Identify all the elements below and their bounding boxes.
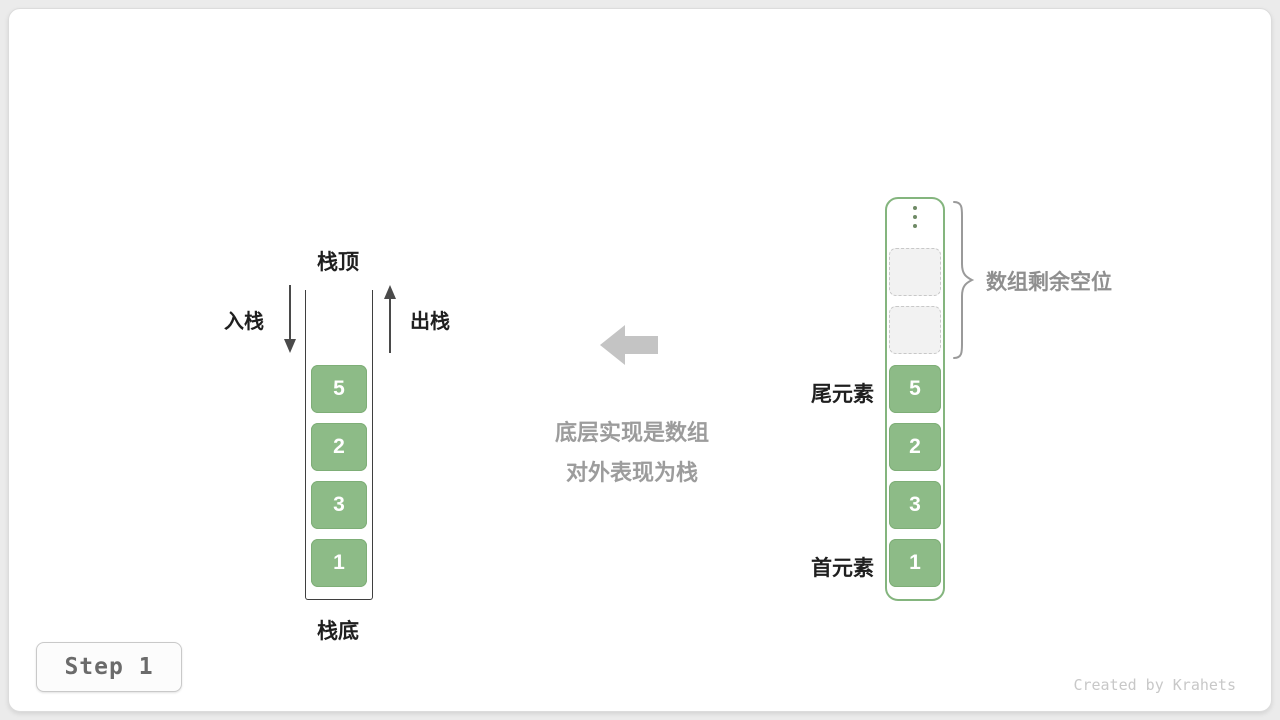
stack-bottom-label: 栈底 <box>317 620 359 643</box>
stack-cell: 3 <box>311 481 367 529</box>
array-cell: 5 <box>889 365 941 413</box>
stack-cell: 5 <box>311 365 367 413</box>
array-empty-slot <box>889 306 941 354</box>
stack-top-label: 栈顶 <box>317 251 359 274</box>
stack-cell: 1 <box>311 539 367 587</box>
diagram-card <box>8 8 1272 712</box>
array-cell: 1 <box>889 539 941 587</box>
explanation-line-1: 底层实现是数组 <box>554 420 709 445</box>
pop-up-arrow-icon <box>384 285 396 353</box>
stack-cell: 2 <box>311 423 367 471</box>
credit-text: Created by Krahets <box>1073 676 1236 694</box>
explanation-text: 底层实现是数组 对外表现为栈 <box>494 413 770 493</box>
left-block-arrow-icon <box>600 325 658 365</box>
push-label: 入栈 <box>224 311 264 333</box>
array-cell: 3 <box>889 481 941 529</box>
head-element-label: 首元素 <box>811 557 874 580</box>
curly-brace-icon <box>953 201 975 359</box>
vertical-ellipsis-icon <box>913 206 917 233</box>
tail-element-label: 尾元素 <box>811 383 874 406</box>
array-cell: 2 <box>889 423 941 471</box>
array-empty-slot <box>889 248 941 296</box>
pop-label: 出栈 <box>410 311 450 333</box>
step-badge: Step 1 <box>36 642 182 692</box>
remaining-space-label: 数组剩余空位 <box>986 271 1112 294</box>
explanation-line-2: 对外表现为栈 <box>565 460 698 485</box>
push-down-arrow-icon <box>284 285 296 353</box>
